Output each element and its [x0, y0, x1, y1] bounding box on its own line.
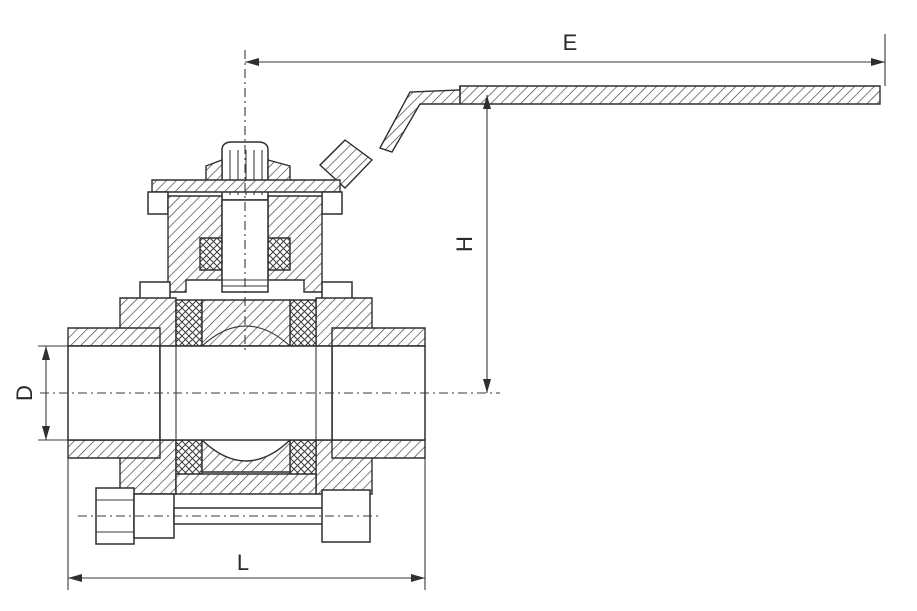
dimension-label-e: E — [563, 30, 578, 55]
handle-lever — [318, 85, 881, 189]
dimension-label-d: D — [12, 385, 37, 401]
dimension-d: D — [12, 345, 68, 441]
dimension-e: E — [245, 30, 886, 86]
stop-plate — [147, 179, 343, 215]
dimension-label-l: L — [237, 550, 249, 575]
dimension-label-h: H — [452, 236, 477, 252]
dimension-l: L — [67, 458, 426, 590]
dimension-h: H — [452, 95, 491, 393]
